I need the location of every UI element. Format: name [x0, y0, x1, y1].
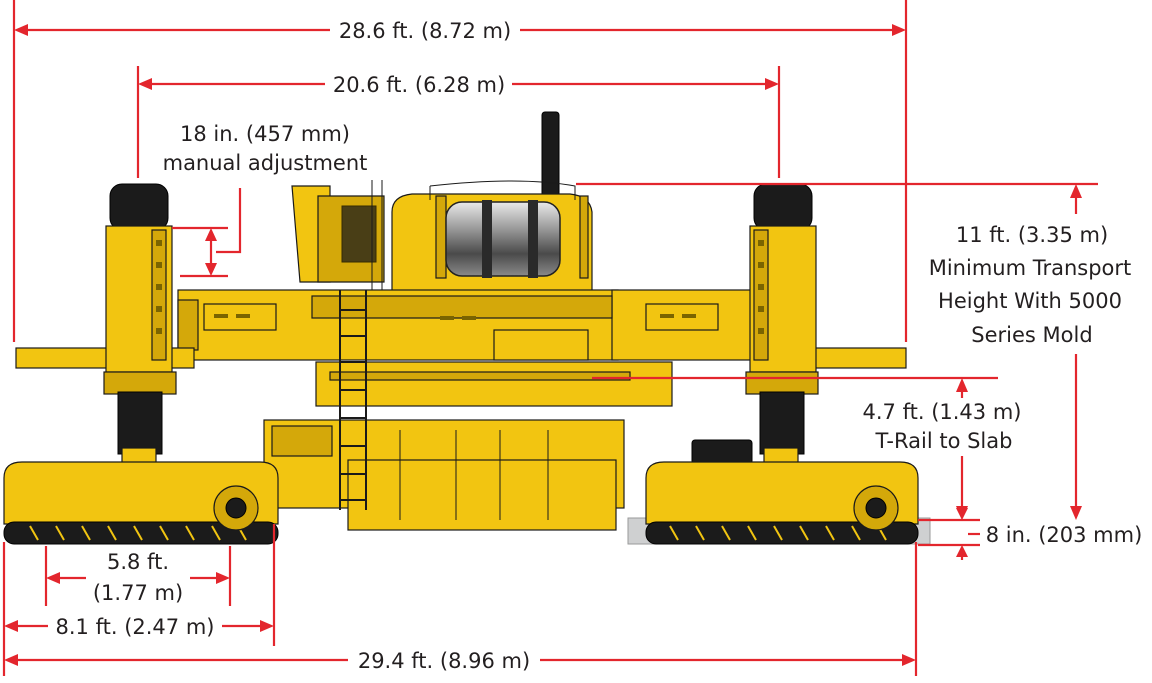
dimension-lines: [2, 0, 1098, 676]
fuel-tank: [445, 200, 561, 278]
operator-console: [291, 180, 385, 296]
label-transport-height-line2: Minimum Transport: [929, 256, 1132, 280]
label-track-outer: 8.1 ft. (2.47 m): [56, 615, 215, 639]
label-transport-height-line3: Height With 5000: [938, 289, 1122, 313]
slipform-paver-machine: [3, 111, 931, 545]
label-trail-text: T-Rail to Slab: [875, 429, 1013, 453]
label-transport-height-line4: Series Mold: [971, 323, 1092, 347]
label-manual-adjustment-value: 18 in. (457 mm): [180, 122, 350, 146]
dimension-labels: 28.6 ft. (8.72 m) 20.6 ft. (6.28 m) 18 i…: [56, 19, 1143, 673]
label-track-inner-value: 5.8 ft.: [107, 550, 169, 574]
left-leg-assembly: [103, 183, 177, 521]
label-track-inner-metric: (1.77 m): [93, 581, 183, 605]
label-overall-width-bottom: 29.4 ft. (8.96 m): [358, 649, 530, 673]
exhaust-stack: [541, 111, 560, 208]
main-frame-beam: [15, 289, 907, 369]
right-leg-assembly: [745, 183, 819, 521]
label-slab-thickness: 8 in. (203 mm): [986, 523, 1143, 547]
left-crawler-track: [3, 461, 279, 545]
access-ladder: [339, 290, 367, 510]
right-crawler-track: [645, 461, 919, 545]
lower-frame: [263, 361, 753, 531]
label-leg-spacing: 20.6 ft. (6.28 m): [333, 73, 505, 97]
label-transport-height-value: 11 ft. (3.35 m): [956, 223, 1108, 247]
label-manual-adjustment-text: manual adjustment: [163, 151, 368, 175]
label-overall-width-top: 28.6 ft. (8.72 m): [339, 19, 511, 43]
label-trail-value: 4.7 ft. (1.43 m): [863, 400, 1022, 424]
